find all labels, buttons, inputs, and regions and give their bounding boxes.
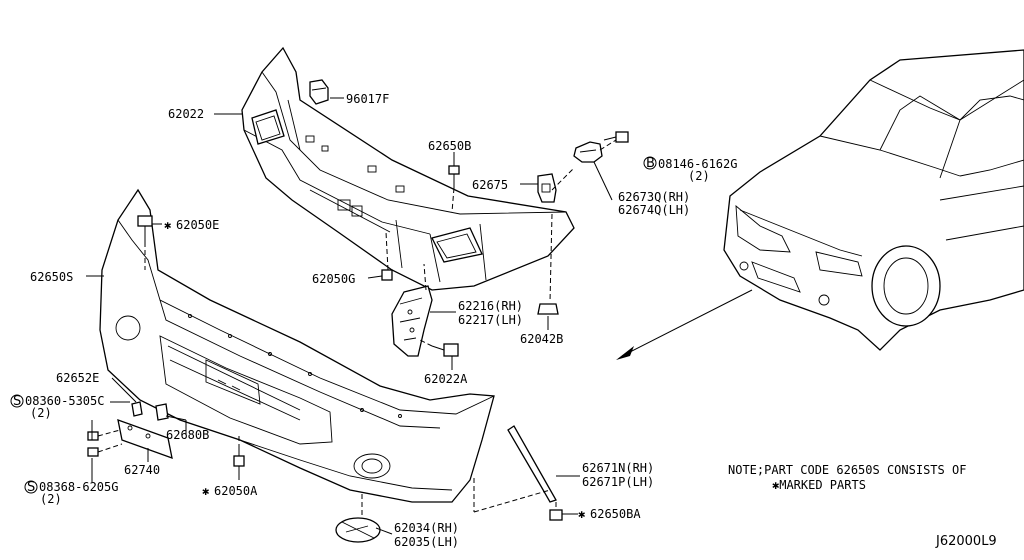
bolt-b-letter: B (646, 156, 655, 171)
label-62740: 62740 (124, 463, 160, 477)
bumper-side-bracket (391, 285, 433, 357)
label-08360-qty: (2) (30, 406, 52, 420)
label-62022a: 62022A (424, 372, 468, 386)
clip-96017f (309, 79, 329, 105)
screw-s-letter-2: S (27, 480, 35, 495)
label-62675: 62675 (472, 178, 508, 192)
label-62050e: 62050E (176, 218, 219, 232)
screw-s-symbol-2 (24, 480, 38, 494)
label-62216: 62216(RH) (458, 299, 523, 313)
vehicle-sketch (723, 49, 1024, 351)
label-08360: 08360-5305C (25, 394, 104, 408)
label-08368: 08368-6205G (39, 480, 118, 494)
note-line-1: NOTE;PART CODE 62650S CONSISTS OF (728, 463, 966, 477)
marked-symbol-62050a: ✱ (202, 484, 209, 498)
diagram-reference: J62000L9 (935, 534, 997, 549)
label-62673q: 62673Q(RH) (618, 190, 690, 204)
label-62022: 62022 (168, 107, 204, 121)
note-block: NOTE;PART CODE 62650S CONSISTS OF ✱MARKE… (728, 463, 966, 492)
label-62671n: 62671N(RH) (582, 461, 654, 475)
label-62050a: 62050A (214, 484, 258, 498)
stay-bracket (573, 141, 603, 163)
label-62034: 62034(RH) (394, 521, 459, 535)
label-62650ba: 62650BA (590, 507, 641, 521)
marked-symbol-62050e: ✱ (164, 218, 171, 232)
marked-symbol-62650ba: ✱ (578, 507, 585, 521)
label-08146: 08146-6162G (658, 157, 737, 171)
label-62652e: 62652E (56, 371, 99, 385)
label-08146-qty: (2) (688, 169, 710, 183)
bolt-b-symbol (643, 156, 657, 170)
note-line-2: ✱MARKED PARTS (772, 478, 866, 492)
license-plate-bracket (117, 403, 173, 460)
plate-mount-area (205, 359, 261, 405)
direction-arrow (616, 289, 753, 360)
bracket-62675 (537, 173, 557, 203)
bumper-fascia (99, 188, 495, 503)
label-08368-qty: (2) (40, 492, 62, 506)
label-62217: 62217(LH) (458, 313, 523, 327)
fog-lamp-cover (335, 517, 381, 543)
label-62650s: 62650S (30, 270, 73, 284)
bumper-reinforcement (241, 46, 575, 291)
label-62671p: 62671P(LH) (582, 475, 654, 489)
screw-s-symbol-1 (10, 394, 24, 408)
label-96017f: 96017F (346, 92, 389, 106)
assembly-lines (97, 139, 617, 518)
label-62674q: 62674Q(LH) (618, 203, 690, 217)
label-62650b: 62650B (428, 139, 471, 153)
part-labels: 96017F 62022 62650B 62675 B 08146-6162G … (10, 92, 737, 549)
screw-s-letter-1: S (13, 394, 21, 409)
fasteners (87, 131, 629, 521)
leader-lines (86, 97, 613, 535)
label-62680b: 62680B (166, 428, 209, 442)
label-62035: 62035(LH) (394, 535, 459, 549)
label-62050g: 62050G (312, 272, 355, 286)
label-62042b: 62042B (520, 332, 563, 346)
seal-strip (507, 425, 557, 503)
